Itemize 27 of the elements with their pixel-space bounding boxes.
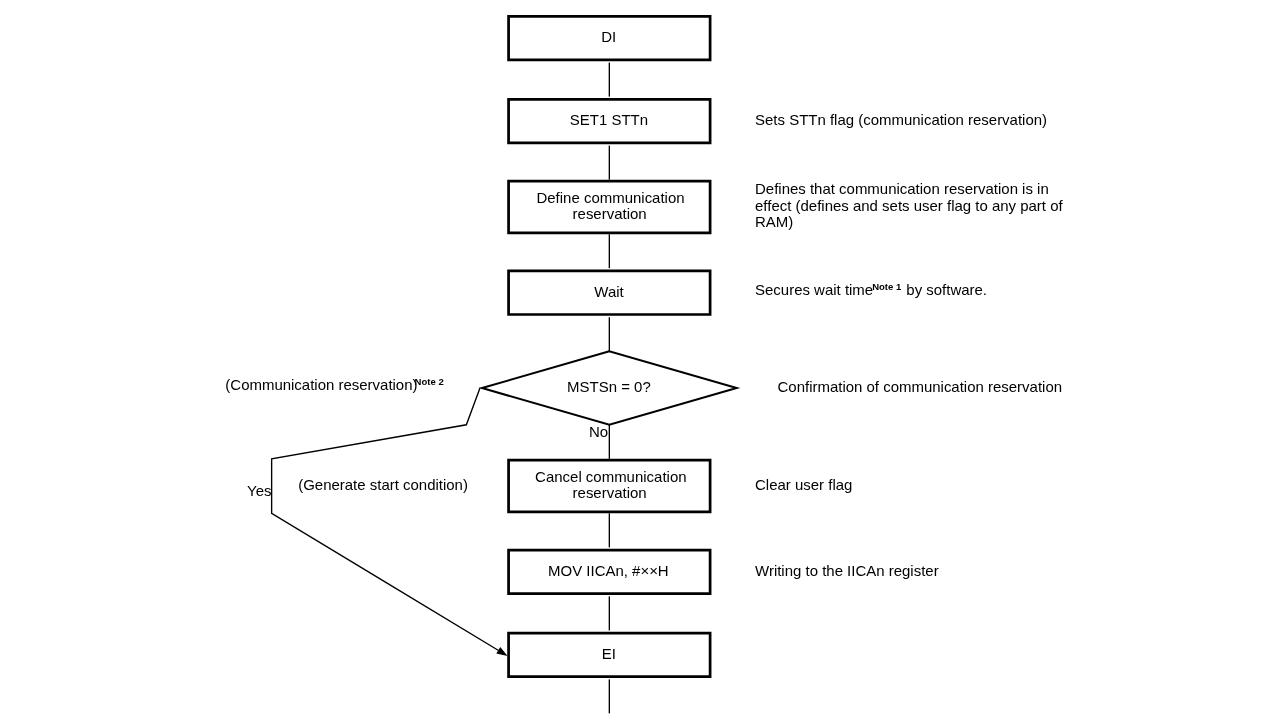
connector xyxy=(608,316,610,352)
connector xyxy=(608,424,610,460)
node-box: Define communication reservation xyxy=(506,179,711,235)
node-label: Sets STTn flag (communication reservation) xyxy=(754,110,1047,128)
edge-label: No xyxy=(588,423,608,441)
node-label: Secures wait time$^{Note 1}$ by software. xyxy=(754,280,987,299)
connector xyxy=(608,61,610,98)
label: (Generate start condition) xyxy=(297,475,468,493)
connector xyxy=(608,233,610,269)
node-box: DI xyxy=(506,14,711,62)
node-label: Defines that communication reservation is in effect (defines and sets user flag to any part of RAM) xyxy=(754,180,1063,231)
node-diamond: MSTSn = 0? xyxy=(477,350,740,426)
connector xyxy=(608,512,610,548)
node-label: Confirmation of communication reservation xyxy=(777,377,1062,395)
node-box: MOV IICAn, #××H xyxy=(506,548,711,595)
arrow xyxy=(270,387,508,656)
connector xyxy=(608,144,610,181)
node-label: Clear user flag xyxy=(754,475,852,493)
edge-label: Yes xyxy=(246,481,272,499)
node-box: EI xyxy=(506,631,711,679)
node-box: Wait xyxy=(506,269,711,316)
label: (Communication reservation)$^{Note 2}$ xyxy=(224,375,444,394)
connector xyxy=(608,678,610,715)
node-box: Cancel communication reservation xyxy=(506,458,711,514)
node-box: SET1 STTn xyxy=(506,98,711,145)
connector xyxy=(608,595,610,632)
node-label: Writing to the IICAn register xyxy=(754,561,939,579)
